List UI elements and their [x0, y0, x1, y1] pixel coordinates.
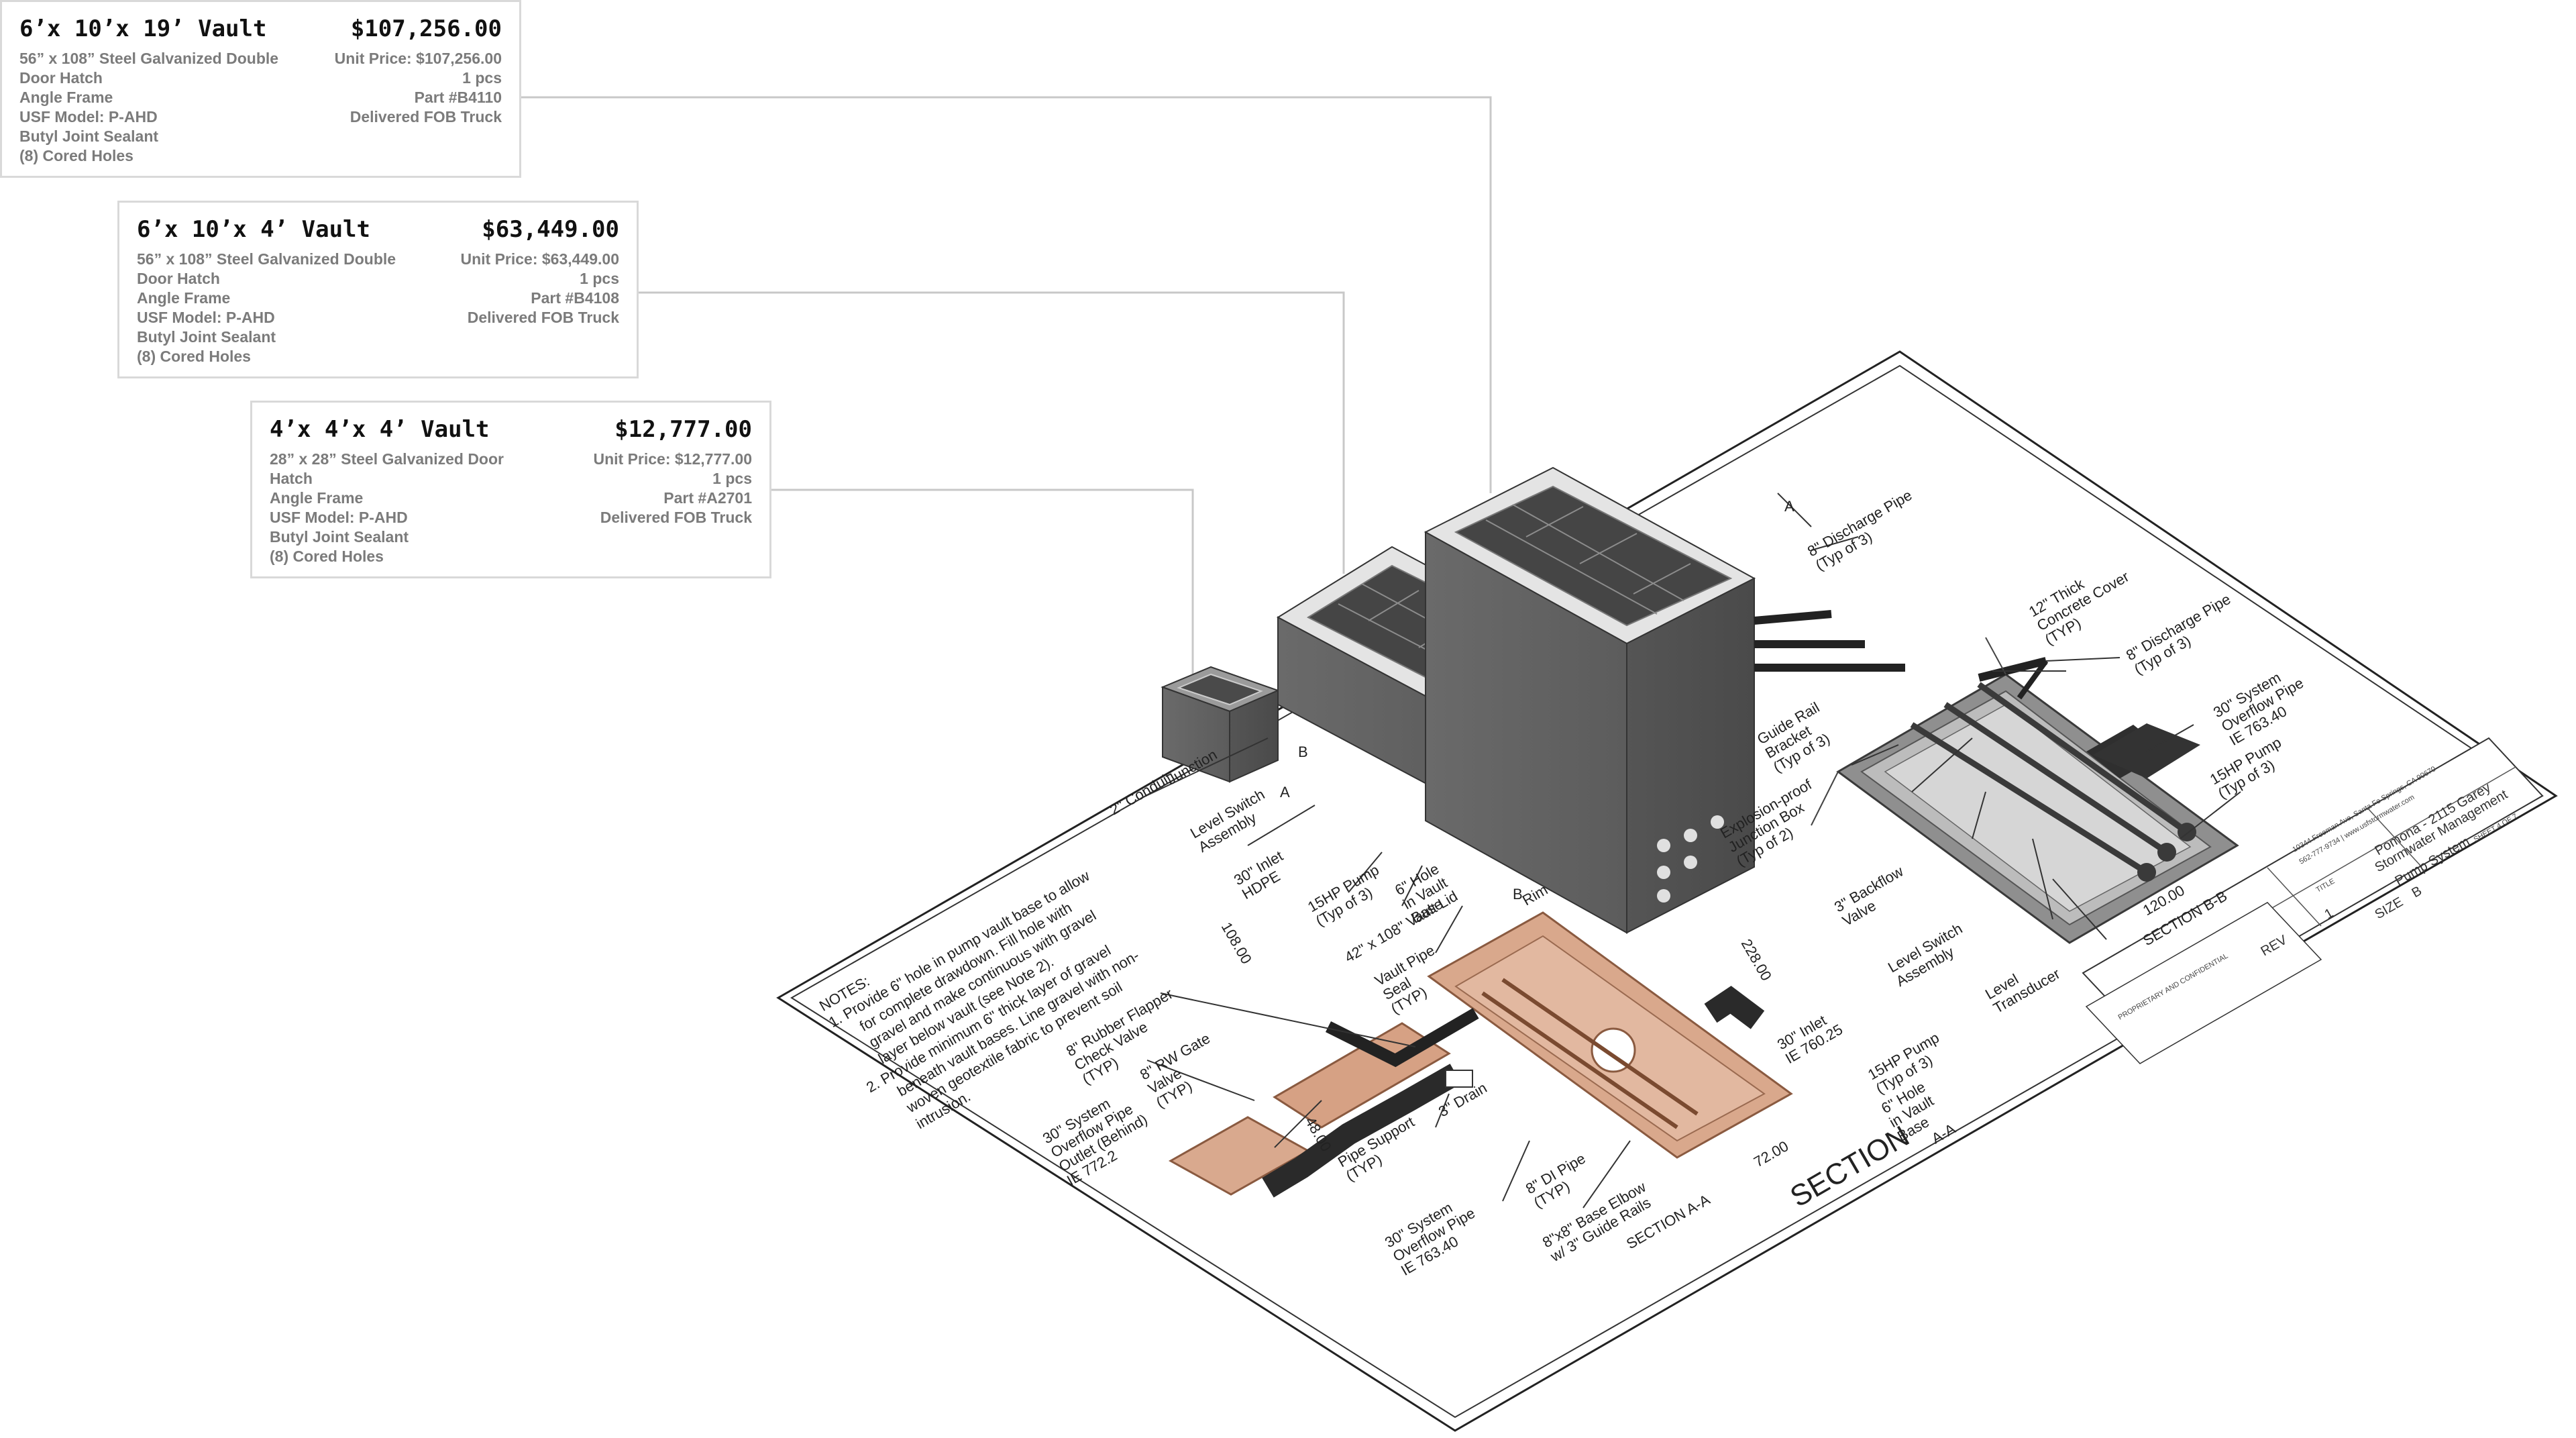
- vault-small-4x4x4: [1161, 666, 1280, 783]
- title-block: [2082, 737, 2544, 1064]
- label-hole-vault-b: 6" Hole in Vault Base: [1878, 1078, 1937, 1145]
- vault-card-title: 6’x 10’x 4’ Vault: [137, 216, 370, 243]
- vault-card-delivery: Delivered FOB Truck: [467, 309, 619, 326]
- vault-card-quantity: 1 pcs: [712, 470, 752, 487]
- vault-card-desc-line: 28” x 28” Steel Galvanized Door Hatch: [270, 450, 504, 487]
- vault-card-desc-line: Angle Frame: [19, 89, 113, 106]
- vault-card-quantity: 1 pcs: [580, 270, 619, 287]
- marker-a-top: A: [1784, 498, 1794, 515]
- vault-card-desc-line: 56” x 108” Steel Galvanized Double Door …: [19, 50, 279, 87]
- vault-card-desc-line: USF Model: P-AHD: [19, 108, 158, 125]
- vault-large-6x10x19: [1424, 466, 1905, 934]
- vault-card-small: 4’x 4’x 4’ Vault $12,777.00 28” x 28” St…: [250, 401, 771, 578]
- vault-card-desc-line: Angle Frame: [137, 289, 231, 307]
- vault-card-large: 6’x 10’x 19’ Vault $107,256.00 56” x 108…: [0, 0, 521, 178]
- vault-card-part: Part #B4110: [414, 89, 502, 106]
- vault-card-desc-line: USF Model: P-AHD: [270, 509, 408, 526]
- vault-card-desc-line: 56” x 108” Steel Galvanized Double Door …: [137, 250, 396, 287]
- vault-card-medium: 6’x 10’x 4’ Vault $63,449.00 56” x 108” …: [117, 201, 639, 378]
- vault-card-desc-line: (8) Cored Holes: [270, 548, 384, 565]
- vault-card-desc-line: (8) Cored Holes: [19, 147, 133, 164]
- vault-card-delivery: Delivered FOB Truck: [600, 509, 752, 526]
- marker-a-left: A: [1280, 784, 1290, 801]
- vault-card-part: Part #A2701: [663, 489, 752, 507]
- vault-card-delivery: Delivered FOB Truck: [350, 108, 502, 125]
- vault-card-desc-line: Butyl Joint Sealant: [137, 328, 276, 346]
- vault-card-desc-line: Butyl Joint Sealant: [19, 127, 159, 145]
- vault-card-price: $12,777.00: [614, 416, 752, 443]
- vault-card-price: $63,449.00: [482, 216, 619, 243]
- section-a-a-view: [1168, 911, 1793, 1198]
- vault-card-title: 6’x 10’x 19’ Vault: [19, 15, 267, 42]
- vault-card-part: Part #B4108: [531, 289, 619, 307]
- vault-card-desc-line: Butyl Joint Sealant: [270, 528, 409, 546]
- section-b-b-view: [1811, 637, 2239, 944]
- title-block-size-value: B: [2410, 884, 2425, 901]
- vault-card-price: $107,256.00: [350, 15, 502, 42]
- vault-card-unit-price: Unit Price: $107,256.00: [334, 50, 502, 67]
- vault-card-desc-line: USF Model: P-AHD: [137, 309, 275, 326]
- vault-card-title: 4’x 4’x 4’ Vault: [270, 416, 490, 443]
- vault-card-unit-price: Unit Price: $63,449.00: [460, 250, 619, 268]
- label-leaders: [1140, 493, 2241, 1209]
- vault-card-desc-line: (8) Cored Holes: [137, 348, 251, 365]
- marker-b-left: B: [1298, 743, 1308, 760]
- callout-leaders: [521, 96, 1492, 678]
- vault-card-unit-price: Unit Price: $12,777.00: [593, 450, 752, 468]
- vault-card-desc-line: Angle Frame: [270, 489, 364, 507]
- marker-b-right: B: [1513, 886, 1523, 903]
- vault-card-quantity: 1 pcs: [462, 69, 502, 87]
